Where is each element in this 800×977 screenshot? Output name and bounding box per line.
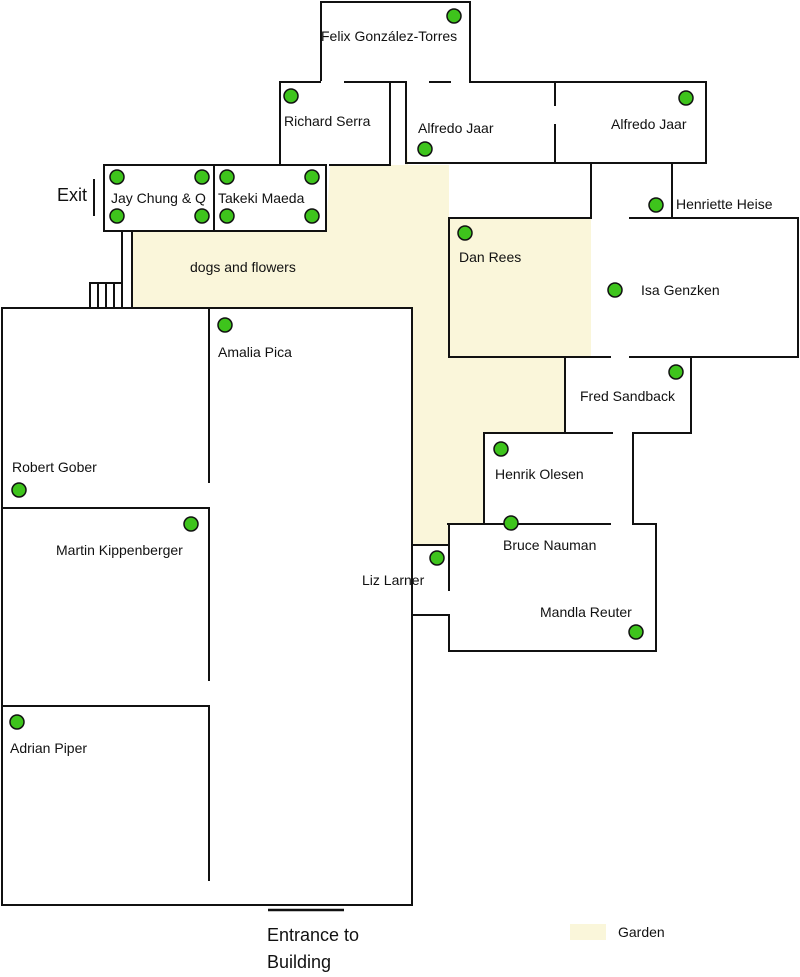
legend-garden-label: Garden <box>618 924 665 940</box>
marker-nauman <box>503 515 519 531</box>
marker-jaar-right <box>678 90 694 106</box>
marker-maeda-1 <box>219 169 235 185</box>
marker-olesen <box>493 441 509 457</box>
marker-larner <box>429 550 445 566</box>
marker-maeda-2 <box>304 169 320 185</box>
label-olesen: Henrik Olesen <box>495 466 584 482</box>
label-entrance-line2: Building <box>267 952 331 972</box>
label-serra: Richard Serra <box>284 113 371 129</box>
marker-chung-2 <box>194 169 210 185</box>
marker-maeda-4 <box>304 208 320 224</box>
label-jaar-left: Alfredo Jaar <box>418 120 494 136</box>
label-chung: Jay Chung & Q <box>111 190 206 206</box>
label-piper: Adrian Piper <box>10 740 87 756</box>
label-garden: dogs and flowers <box>190 259 296 275</box>
marker-gober <box>11 482 27 498</box>
marker-serra <box>283 88 299 104</box>
label-jaar-right: Alfredo Jaar <box>611 116 687 132</box>
marker-heise <box>648 197 664 213</box>
marker-pica <box>217 317 233 333</box>
marker-reuter <box>628 624 644 640</box>
label-genzken: Isa Genzken <box>641 282 720 298</box>
label-gober: Robert Gober <box>12 459 97 475</box>
label-rees: Dan Rees <box>459 249 521 265</box>
label-entrance-line1: Entrance to <box>267 925 359 945</box>
label-reuter: Mandla Reuter <box>540 604 632 620</box>
label-kippenberger: Martin Kippenberger <box>56 542 183 558</box>
label-exit: Exit <box>57 185 87 205</box>
legend: Garden <box>570 924 665 940</box>
label-pica: Amalia Pica <box>218 344 292 360</box>
marker-piper <box>9 714 25 730</box>
marker-genzken <box>607 282 623 298</box>
label-maeda: Takeki Maeda <box>218 190 305 206</box>
walls <box>1 1 799 912</box>
marker-maeda-3 <box>219 208 235 224</box>
marker-chung-3 <box>109 208 125 224</box>
garden-swatch <box>570 924 606 940</box>
label-larner: Liz Larner <box>362 572 425 588</box>
marker-chung-4 <box>194 208 210 224</box>
marker-rees <box>457 225 473 241</box>
label-felix: Felix González-Torres <box>321 28 457 44</box>
marker-sandback <box>668 364 684 380</box>
artwork-markers <box>9 8 694 730</box>
label-heise: Henriette Heise <box>676 196 773 212</box>
marker-chung-1 <box>109 169 125 185</box>
garden-area <box>132 80 591 545</box>
marker-felix <box>446 8 462 24</box>
label-sandback: Fred Sandback <box>580 388 676 404</box>
marker-jaar-left <box>417 141 433 157</box>
label-nauman: Bruce Nauman <box>503 537 596 553</box>
room-labels: Felix González-Torres Richard Serra Alfr… <box>10 28 773 972</box>
marker-kippenberger <box>183 516 199 532</box>
